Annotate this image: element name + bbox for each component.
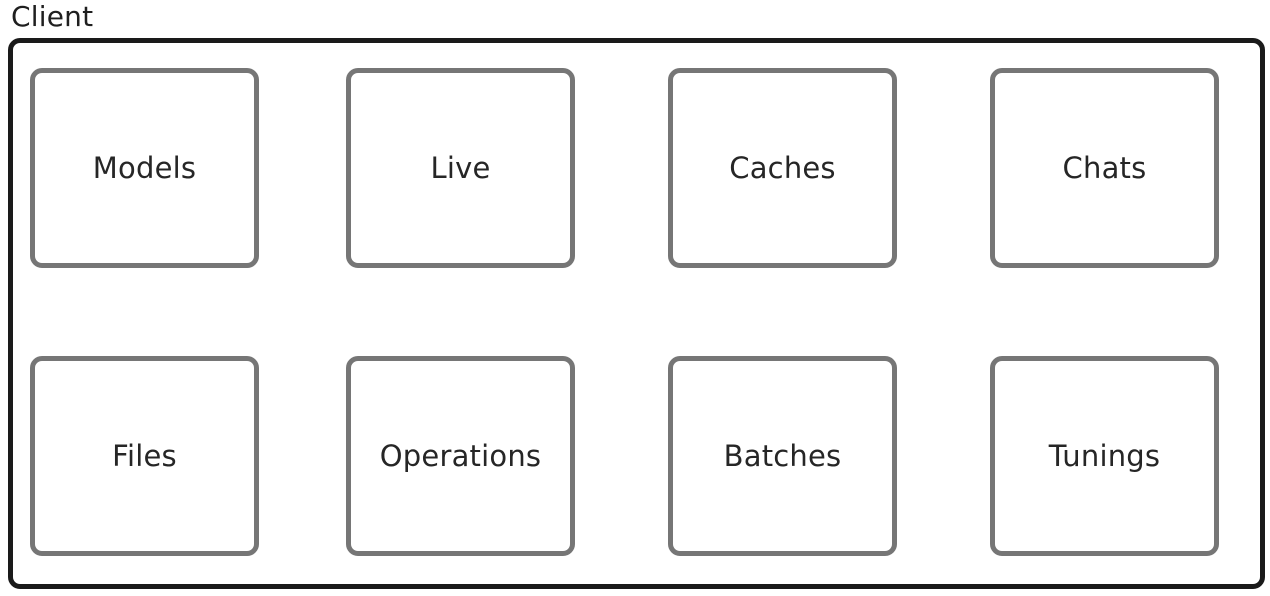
client-container [8, 38, 1265, 589]
module-label: Chats [1062, 151, 1147, 185]
module-label: Operations [379, 439, 542, 473]
module-label: Tunings [1048, 439, 1161, 473]
module-files[interactable]: Files [30, 356, 259, 556]
module-live[interactable]: Live [346, 68, 575, 268]
client-title: Client [11, 0, 94, 33]
module-label: Batches [723, 439, 842, 473]
module-label: Live [430, 151, 491, 185]
module-models[interactable]: Models [30, 68, 259, 268]
module-operations[interactable]: Operations [346, 356, 575, 556]
module-label: Models [92, 151, 197, 185]
module-batches[interactable]: Batches [668, 356, 897, 556]
module-tunings[interactable]: Tunings [990, 356, 1219, 556]
module-label: Caches [729, 151, 836, 185]
module-label: Files [112, 439, 177, 473]
module-chats[interactable]: Chats [990, 68, 1219, 268]
module-caches[interactable]: Caches [668, 68, 897, 268]
